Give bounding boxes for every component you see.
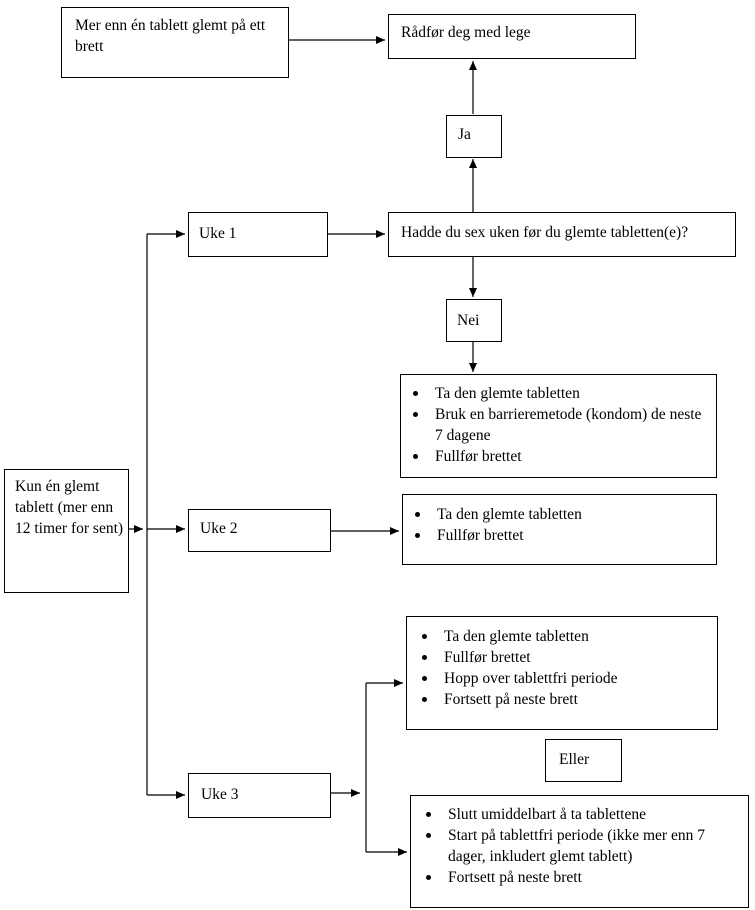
yes-text: Ja	[458, 126, 471, 143]
only-one-box: Kun én glemt tablett (mer enn 12 timer f…	[4, 469, 129, 593]
week3-option-a-item: Hopp over tablettfri periode	[422, 668, 707, 689]
yes-box: Ja	[446, 115, 502, 158]
week3-option-b-item: Start på tablettfri periode (ikke mer en…	[426, 825, 738, 867]
week3-option-a-item: Fullfør brettet	[422, 647, 707, 668]
more-than-one-text: Mer enn én tablett glemt på ett brett	[75, 17, 266, 55]
week1-text: Uke 1	[199, 225, 237, 242]
or-text: Eller	[559, 751, 590, 768]
week1-action-item: Ta den glemte tabletten	[413, 383, 706, 404]
no-box: Nei	[446, 299, 502, 342]
consult-doctor-box: Rådfør deg med lege	[388, 14, 636, 59]
week3-option-b-item: Fortsett på neste brett	[426, 867, 738, 888]
week2-action-item: Fullfør brettet	[415, 525, 706, 546]
week1-actions-box: Ta den glemte tabletten Bruk en barriere…	[400, 374, 717, 478]
week1-action-item: Fullfør brettet	[413, 446, 706, 467]
only-one-text: Kun én glemt tablett (mer enn 12 timer f…	[15, 478, 124, 537]
or-box: Eller	[545, 739, 622, 782]
week3-option-b-box: Slutt umiddelbart å ta tablettene Start …	[410, 795, 749, 908]
sex-question-box: Hadde du sex uken før du glemte tablette…	[388, 212, 736, 257]
week3-option-a-item: Ta den glemte tabletten	[422, 626, 707, 647]
week2-box: Uke 2	[188, 509, 331, 552]
week1-box: Uke 1	[188, 212, 328, 257]
week3-box: Uke 3	[188, 773, 331, 818]
week3-option-a-item: Fortsett på neste brett	[422, 689, 707, 710]
week1-action-item: Bruk en barrieremetode (kondom) de neste…	[413, 404, 706, 446]
week3-option-a-box: Ta den glemte tabletten Fullfør brettet …	[406, 616, 718, 730]
week3-option-b-item: Slutt umiddelbart å ta tablettene	[426, 804, 738, 825]
week2-text: Uke 2	[200, 520, 238, 537]
week3-text: Uke 3	[201, 786, 239, 803]
week2-actions-box: Ta den glemte tabletten Fullfør brettet	[402, 494, 717, 565]
week2-action-item: Ta den glemte tabletten	[415, 504, 706, 525]
consult-doctor-text: Rådfør deg med lege	[401, 24, 531, 41]
no-text: Nei	[457, 312, 480, 329]
sex-question-text: Hadde du sex uken før du glemte tablette…	[401, 224, 689, 241]
more-than-one-box: Mer enn én tablett glemt på ett brett	[61, 7, 289, 78]
